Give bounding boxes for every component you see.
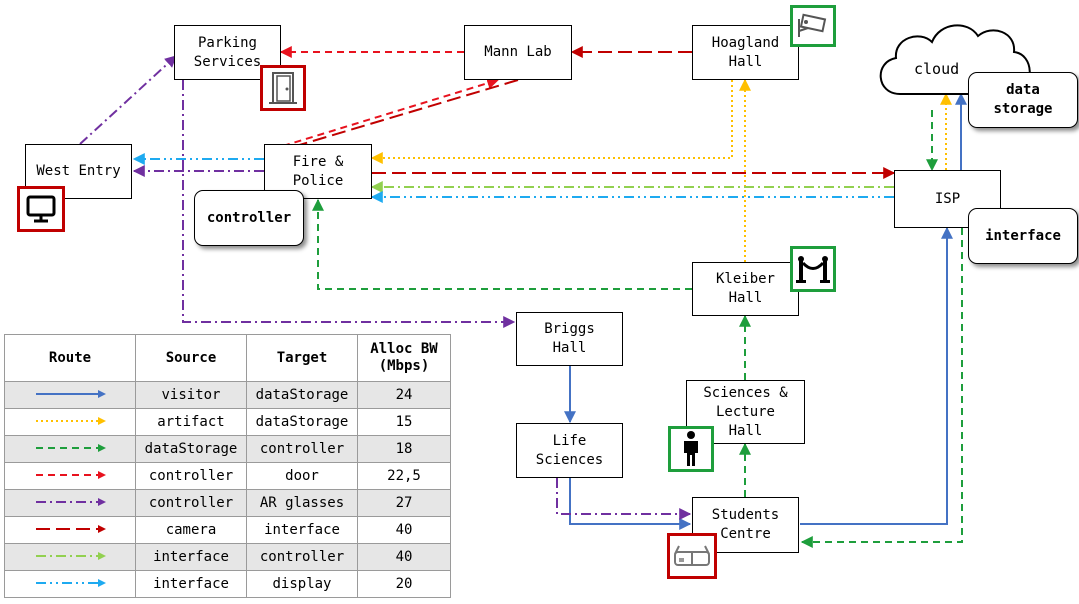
legend-bw: 15 xyxy=(357,408,451,436)
legend-table: Route Source Target Alloc BW (Mbps) visi… xyxy=(4,334,451,598)
artifact-route xyxy=(370,78,952,262)
legend-swatch xyxy=(4,543,136,571)
door-icon xyxy=(260,65,306,111)
legend-source: visitor xyxy=(135,381,247,409)
legend-source: artifact xyxy=(135,408,247,436)
legend-header-target: Target xyxy=(246,334,358,382)
camera-icon xyxy=(790,5,836,47)
legend-row: dataStorage controller 18 xyxy=(4,435,451,463)
legend-target: display xyxy=(246,570,358,598)
legend-row: interface controller 40 xyxy=(4,543,451,571)
legend-row: camera interface 40 xyxy=(4,516,451,544)
legend-swatch xyxy=(4,408,136,436)
legend-row: controller AR glasses 27 xyxy=(4,489,451,517)
legend-target: controller xyxy=(246,543,358,571)
controller-ar-route xyxy=(79,55,692,520)
legend-row: artifact dataStorage 15 xyxy=(4,408,451,436)
legend-bw: 24 xyxy=(357,381,451,409)
legend-target: controller xyxy=(246,435,358,463)
life-sciences-node[interactable]: Life Sciences xyxy=(516,423,623,478)
artifact-icon xyxy=(790,246,836,292)
controller-node[interactable]: controller xyxy=(194,190,304,246)
legend-header-bw: Alloc BW (Mbps) xyxy=(357,334,451,382)
camera-route xyxy=(295,46,896,179)
visitor-route xyxy=(564,92,967,530)
legend-row: controller door 22,5 xyxy=(4,462,451,490)
legend-source: controller xyxy=(135,489,247,517)
ar-glasses-icon xyxy=(667,533,717,579)
legend-target: dataStorage xyxy=(246,381,358,409)
legend-row: visitor dataStorage 24 xyxy=(4,381,451,409)
legend-target: AR glasses xyxy=(246,489,358,517)
legend-source: interface xyxy=(135,570,247,598)
datastorage-route xyxy=(312,110,963,548)
legend-swatch xyxy=(4,462,136,490)
legend-source: controller xyxy=(135,462,247,490)
kleiber-hall-node[interactable]: Kleiber Hall xyxy=(692,262,799,316)
controller-door-route xyxy=(279,46,500,147)
legend-source: dataStorage xyxy=(135,435,247,463)
legend-source: interface xyxy=(135,543,247,571)
legend-bw: 40 xyxy=(357,543,451,571)
interface-node[interactable]: interface xyxy=(968,208,1078,264)
legend-target: interface xyxy=(246,516,358,544)
legend-bw: 18 xyxy=(357,435,451,463)
legend-header-source: Source xyxy=(135,334,247,382)
legend-header-route: Route xyxy=(4,334,136,382)
legend-source: camera xyxy=(135,516,247,544)
legend-bw: 22,5 xyxy=(357,462,451,490)
legend-target: door xyxy=(246,462,358,490)
legend-swatch xyxy=(4,435,136,463)
hoagland-hall-node[interactable]: Hoagland Hall xyxy=(692,25,799,80)
legend-swatch xyxy=(4,516,136,544)
data-storage-node[interactable]: data storage xyxy=(968,72,1078,128)
sciences-lecture-hall-node[interactable]: Sciences & Lecture Hall xyxy=(686,380,805,444)
visitor-icon xyxy=(668,426,714,472)
legend-bw: 27 xyxy=(357,489,451,517)
interface-display-route xyxy=(132,153,894,203)
briggs-hall-node[interactable]: Briggs Hall xyxy=(516,312,623,366)
legend-swatch xyxy=(4,381,136,409)
legend-bw: 40 xyxy=(357,516,451,544)
fire-police-node[interactable]: Fire & Police xyxy=(264,144,372,199)
display-icon xyxy=(17,186,65,232)
mann-lab-node[interactable]: Mann Lab xyxy=(464,25,572,80)
legend-bw: 20 xyxy=(357,570,451,598)
legend-target: dataStorage xyxy=(246,408,358,436)
cloud-label: cloud xyxy=(914,60,960,78)
legend-swatch xyxy=(4,489,136,517)
legend-row: interface display 20 xyxy=(4,570,451,598)
legend-swatch xyxy=(4,570,136,598)
